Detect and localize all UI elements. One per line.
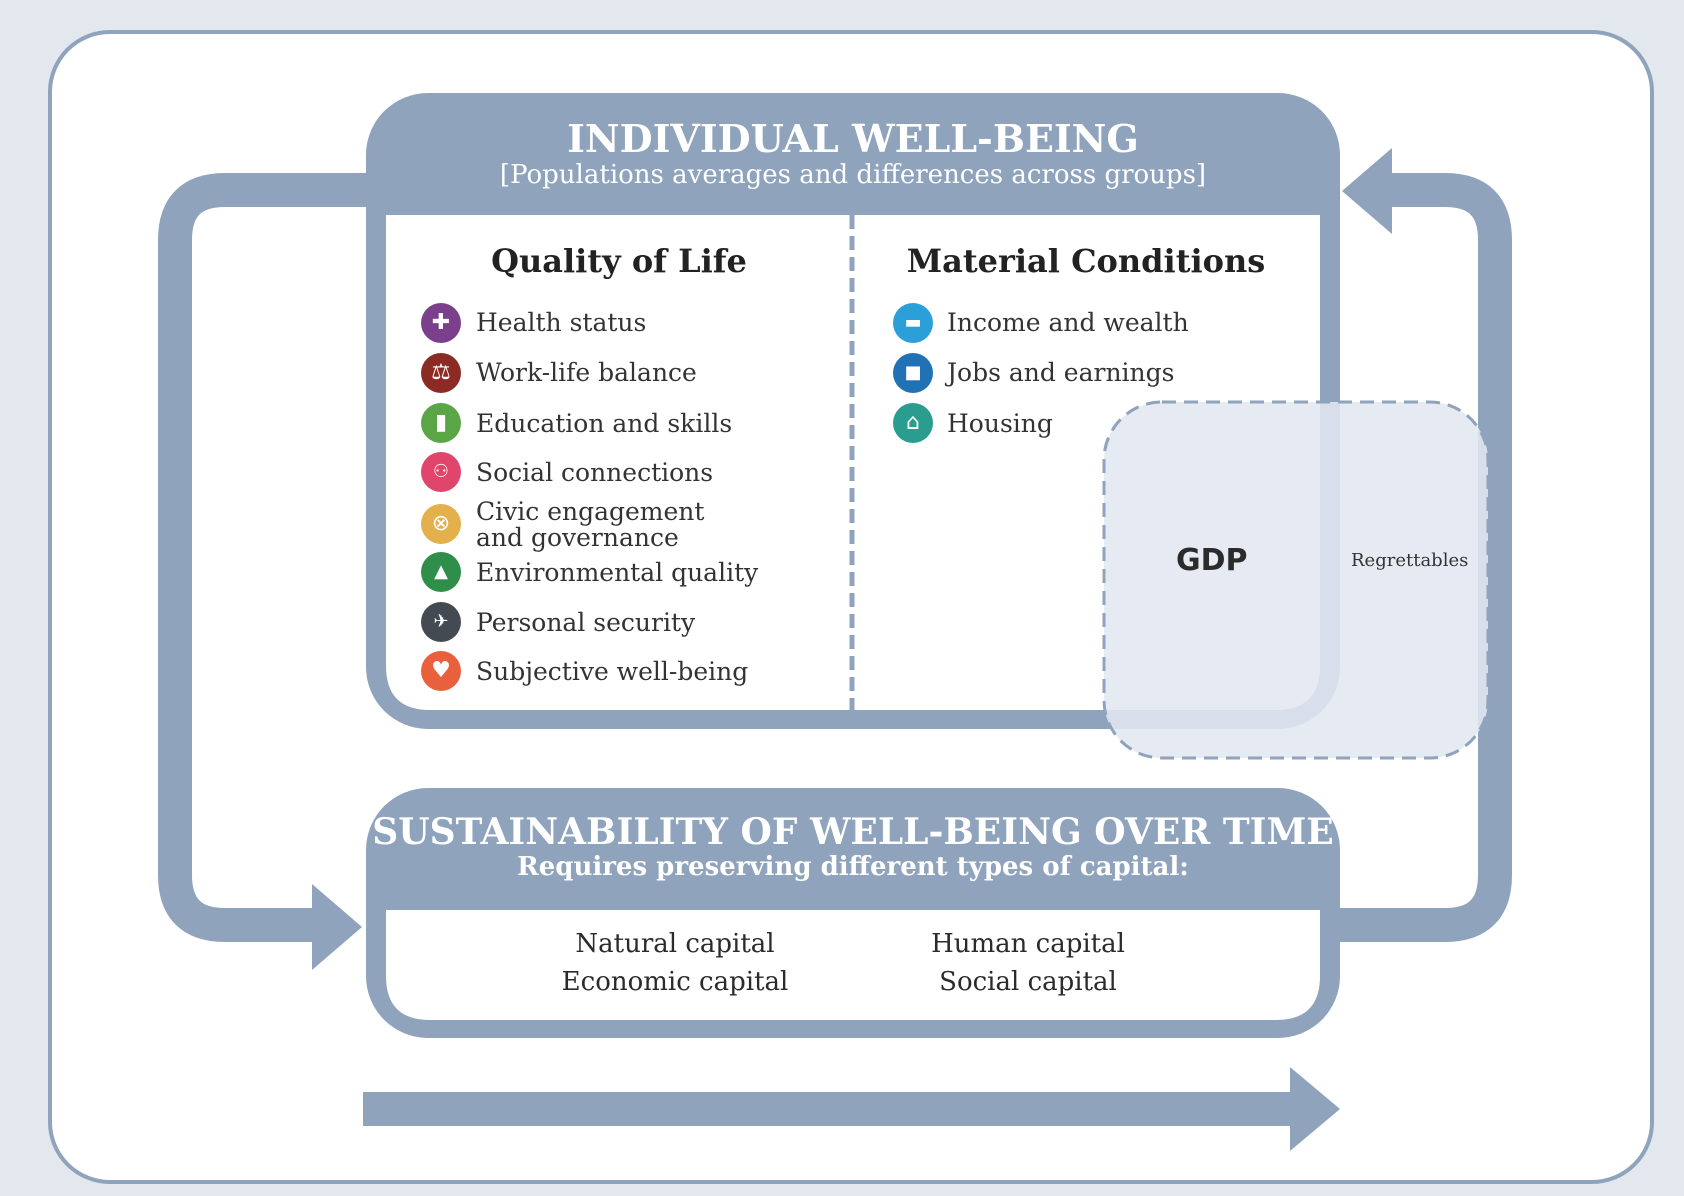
time-arrow-shaft [363, 1092, 1293, 1126]
quality-item-label: Work-life balance [476, 358, 697, 387]
civic-icon: ⊗ [421, 504, 461, 544]
regrettables-label: Regrettables [1351, 550, 1469, 571]
money-icon: ▬ [893, 303, 933, 343]
quality-item-label: Health status [476, 308, 647, 337]
sustainability-title: SUSTAINABILITY OF WELL-BEING OVER TIME [372, 811, 1334, 853]
material-item-label: Housing [947, 409, 1053, 438]
scales-icon: ⚖ [421, 353, 461, 393]
quality-item-label: Personal security [476, 608, 696, 637]
quality-item-label: Subjective well-being [476, 657, 749, 686]
gdp-label: GDP [1176, 543, 1248, 578]
heart-icon: ♥ [421, 651, 461, 691]
briefcase-icon: ■ [893, 353, 933, 393]
gdp-box [1102, 400, 1490, 760]
quality-item-label: Social connections [476, 458, 714, 487]
material-item-label: Jobs and earnings [947, 358, 1175, 387]
health-cross-icon: ✚ [421, 303, 461, 343]
house-icon: ⌂ [893, 403, 933, 443]
individual-wellbeing-subtitle: [Populations averages and differences ac… [499, 160, 1207, 190]
right-arrowhead [1342, 148, 1392, 234]
tree-icon: ▲ [421, 552, 461, 592]
quality-item-label-line1: Civic engagement [476, 497, 705, 526]
quality-item-label: Environmental quality [476, 558, 759, 587]
time-arrowhead [1290, 1067, 1340, 1151]
left-loop-arrow [158, 173, 370, 942]
book-icon: ▮ [421, 403, 461, 443]
capital-item: Economic capital [561, 967, 789, 997]
individual-wellbeing-panel [386, 215, 1320, 710]
quality-item-label: Education and skills [476, 409, 733, 438]
right-loop-arrow [1330, 173, 1512, 942]
sustainability-panel [386, 910, 1320, 1020]
capital-item: Social capital [939, 967, 1117, 997]
left-arrowhead [312, 884, 362, 970]
capital-item: Natural capital [575, 929, 775, 959]
people-icon: ⚇ [421, 452, 461, 492]
sustainability-subtitle: Requires preserving different types of c… [517, 852, 1189, 882]
capital-item: Human capital [931, 929, 1125, 959]
runner-icon: ✈ [421, 602, 461, 642]
material-item-label: Income and wealth [947, 308, 1189, 337]
quality-item-label-line2: and governance [476, 523, 679, 552]
individual-wellbeing-title: INDIVIDUAL WELL-BEING [567, 116, 1139, 161]
quality-of-life-title: Quality of Life [491, 242, 747, 280]
material-conditions-title: Material Conditions [906, 242, 1266, 280]
